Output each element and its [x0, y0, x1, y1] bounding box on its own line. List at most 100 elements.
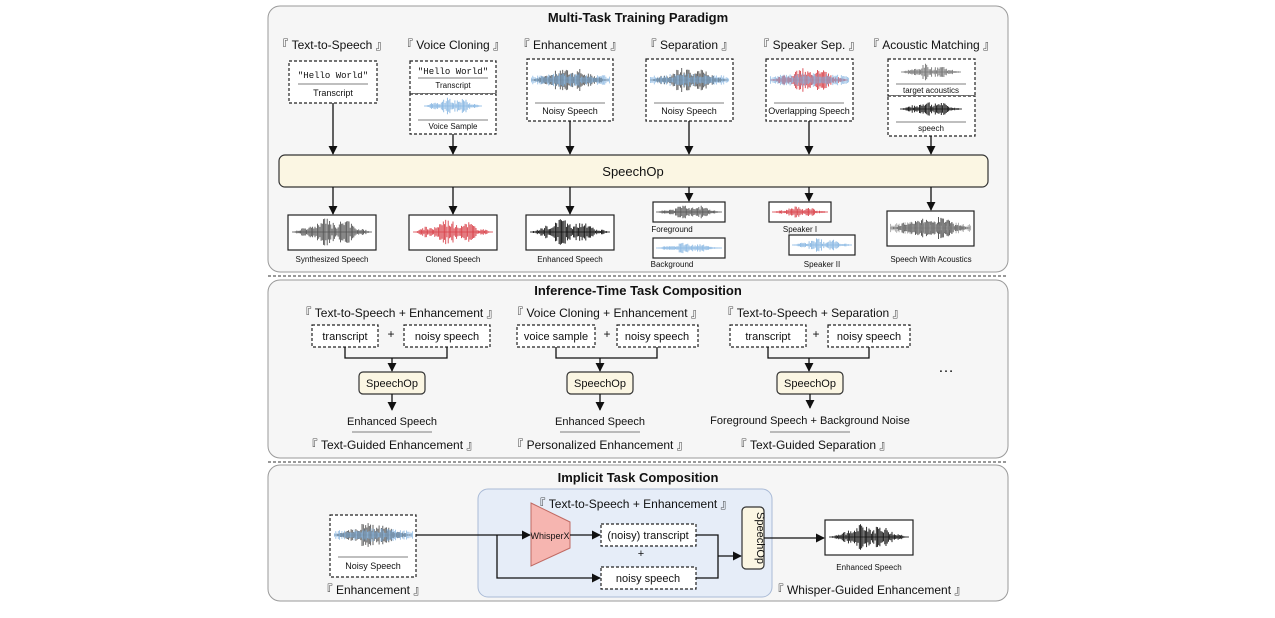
inner-heading: 『 Text-to-Speech + Enhancement 』: [533, 497, 732, 511]
section2-panel: [267, 279, 1009, 459]
group1-output: Enhanced Speech: [347, 416, 437, 428]
background-label: Background: [651, 260, 694, 269]
cloned-speech-label: Cloned Speech: [426, 255, 481, 264]
background-waveform: [656, 242, 722, 254]
waveform-main: [424, 97, 482, 115]
transcript-label-2: Transcript: [435, 81, 471, 90]
synthesized-speech-label: Synthesized Speech: [296, 255, 369, 264]
waveform-main: [792, 238, 852, 252]
target-acoustics-label: target acoustics: [903, 86, 959, 95]
speech-with-acoustics-output: Speech With Acoustics: [886, 210, 975, 264]
implicit-speechop-label: SpeechOp: [754, 512, 766, 564]
hello-world-text-2: "Hello World": [418, 67, 488, 77]
more-ellipsis: …: [938, 359, 954, 376]
waveform-secondary: [531, 73, 611, 87]
cloned-speech-waveform: [413, 219, 493, 245]
speaker2-label: Speaker II: [804, 260, 840, 269]
task-speaker-sep-heading: 『 Speaker Sep. 』: [757, 38, 860, 52]
task-acoustic-matching-heading: 『 Acoustic Matching 』: [867, 38, 995, 52]
noisy-speech-waveform-2: [650, 68, 730, 92]
enhanced-speech-label: Enhanced Speech: [537, 255, 602, 264]
group1-plus: +: [387, 327, 394, 341]
foreground-label: Foreground: [651, 225, 692, 234]
section-implicit-composition: Implicit Task Composition Noisy Speech 『…: [267, 464, 1009, 602]
group3-plus: +: [812, 327, 819, 341]
group2-input2: noisy speech: [625, 331, 689, 343]
foreground-waveform: [656, 205, 722, 219]
waveform-main: [829, 524, 909, 550]
separation-outputs: Foreground Background: [651, 201, 726, 269]
synthesized-speech-output: Synthesized Speech: [287, 214, 377, 264]
group3-label: 『 Text-Guided Separation 』: [735, 438, 892, 452]
waveform-main: [531, 69, 609, 91]
group2-plus: +: [603, 327, 610, 341]
implicit-enhancement-task: 『 Enhancement 』: [321, 583, 426, 597]
speaker2-waveform: [792, 238, 852, 252]
speaker-sep-outputs: Speaker I Speaker II: [768, 201, 856, 269]
implicit-plus: +: [638, 548, 644, 560]
waveform-main: [772, 206, 828, 218]
tts-input-box: "Hello World" Transcript: [288, 60, 378, 104]
speechop-model-bar: [278, 154, 989, 188]
waveform-main: [770, 68, 848, 92]
speaker-sep-input-box: Overlapping Speech: [765, 58, 854, 122]
speech-with-acoustics-waveform: [890, 217, 972, 239]
noisy-speech-label-2: Noisy Speech: [661, 106, 717, 116]
implicit-noisy-speech-label: Noisy Speech: [345, 561, 401, 571]
section1-title: Multi-Task Training Paradigm: [548, 10, 728, 25]
group1-input1: transcript: [322, 331, 367, 343]
target-acoustics-waveform: [901, 63, 961, 81]
group3-heading: 『 Text-to-Speech + Separation 』: [721, 306, 904, 320]
group1-input2: noisy speech: [415, 331, 479, 343]
composition-group-2: 『 Voice Cloning + Enhancement 』 voice sa…: [511, 306, 703, 452]
waveform-main: [900, 102, 962, 116]
implicit-noisy-speech-box: noisy speech: [616, 573, 680, 585]
noisy-speech-waveform-1: [531, 69, 611, 91]
hello-world-text: "Hello World": [298, 71, 368, 81]
acoustic-matching-input-box: target acoustics speech: [887, 58, 976, 137]
section2-title: Inference-Time Task Composition: [534, 283, 742, 298]
waveform-main: [334, 523, 412, 547]
task-enhancement-heading: 『 Enhancement 』: [518, 38, 623, 52]
synthesized-speech-waveform: [292, 218, 372, 246]
transcript-label: Transcript: [313, 88, 353, 98]
group3-speechop-label: SpeechOp: [784, 378, 836, 390]
group1-label: 『 Text-Guided Enhancement 』: [306, 438, 479, 452]
group3-input1: transcript: [745, 331, 790, 343]
speaker1-label: Speaker I: [783, 225, 817, 234]
waveform-main: [413, 219, 493, 245]
task-tts-heading: 『 Text-to-Speech 』: [276, 38, 387, 52]
section3-title: Implicit Task Composition: [558, 470, 719, 485]
enhanced-speech-waveform: [530, 219, 610, 245]
group3-input2: noisy speech: [837, 331, 901, 343]
cloned-speech-output: Cloned Speech: [408, 214, 498, 264]
group1-speechop-label: SpeechOp: [366, 378, 418, 390]
implicit-noisy-speech-waveform: [334, 523, 414, 547]
task-voice-cloning-heading: 『 Voice Cloning 』: [401, 38, 505, 52]
waveform-secondary: [890, 221, 972, 235]
enhanced-speech-output: Enhanced Speech: [525, 214, 615, 264]
group1-heading: 『 Text-to-Speech + Enhancement 』: [299, 306, 498, 320]
section-multi-task-training: Multi-Task Training Paradigm 『 Text-to-S…: [267, 5, 1009, 273]
speechop-model-label: SpeechOp: [602, 164, 663, 179]
implicit-enhanced-waveform: [829, 524, 909, 550]
speaker1-waveform: [772, 206, 828, 218]
noisy-speech-label-1: Noisy Speech: [542, 106, 598, 116]
implicit-enhanced-output: Enhanced Speech: [824, 519, 914, 572]
group2-speechop-label: SpeechOp: [574, 378, 626, 390]
speech-waveform-am: [900, 102, 962, 116]
overlapping-speech-label: Overlapping Speech: [768, 106, 850, 116]
waveform-main: [292, 218, 372, 246]
waveform-main: [530, 219, 610, 245]
section-inference-time-composition: Inference-Time Task Composition 『 Text-t…: [267, 279, 1009, 459]
waveform-main: [657, 242, 722, 254]
noisy-transcript-box: (noisy) transcript: [607, 530, 688, 542]
waveform-main: [890, 217, 970, 239]
waveform-secondary: [770, 73, 850, 87]
group2-label: 『 Personalized Enhancement 』: [511, 438, 688, 452]
waveform-main: [656, 205, 722, 219]
voice-cloning-input-box: "Hello World" Transcript Voice Sample: [409, 60, 497, 135]
enhancement-input-box: Noisy Speech: [526, 58, 614, 122]
overlapping-speech-waveform: [770, 68, 850, 92]
